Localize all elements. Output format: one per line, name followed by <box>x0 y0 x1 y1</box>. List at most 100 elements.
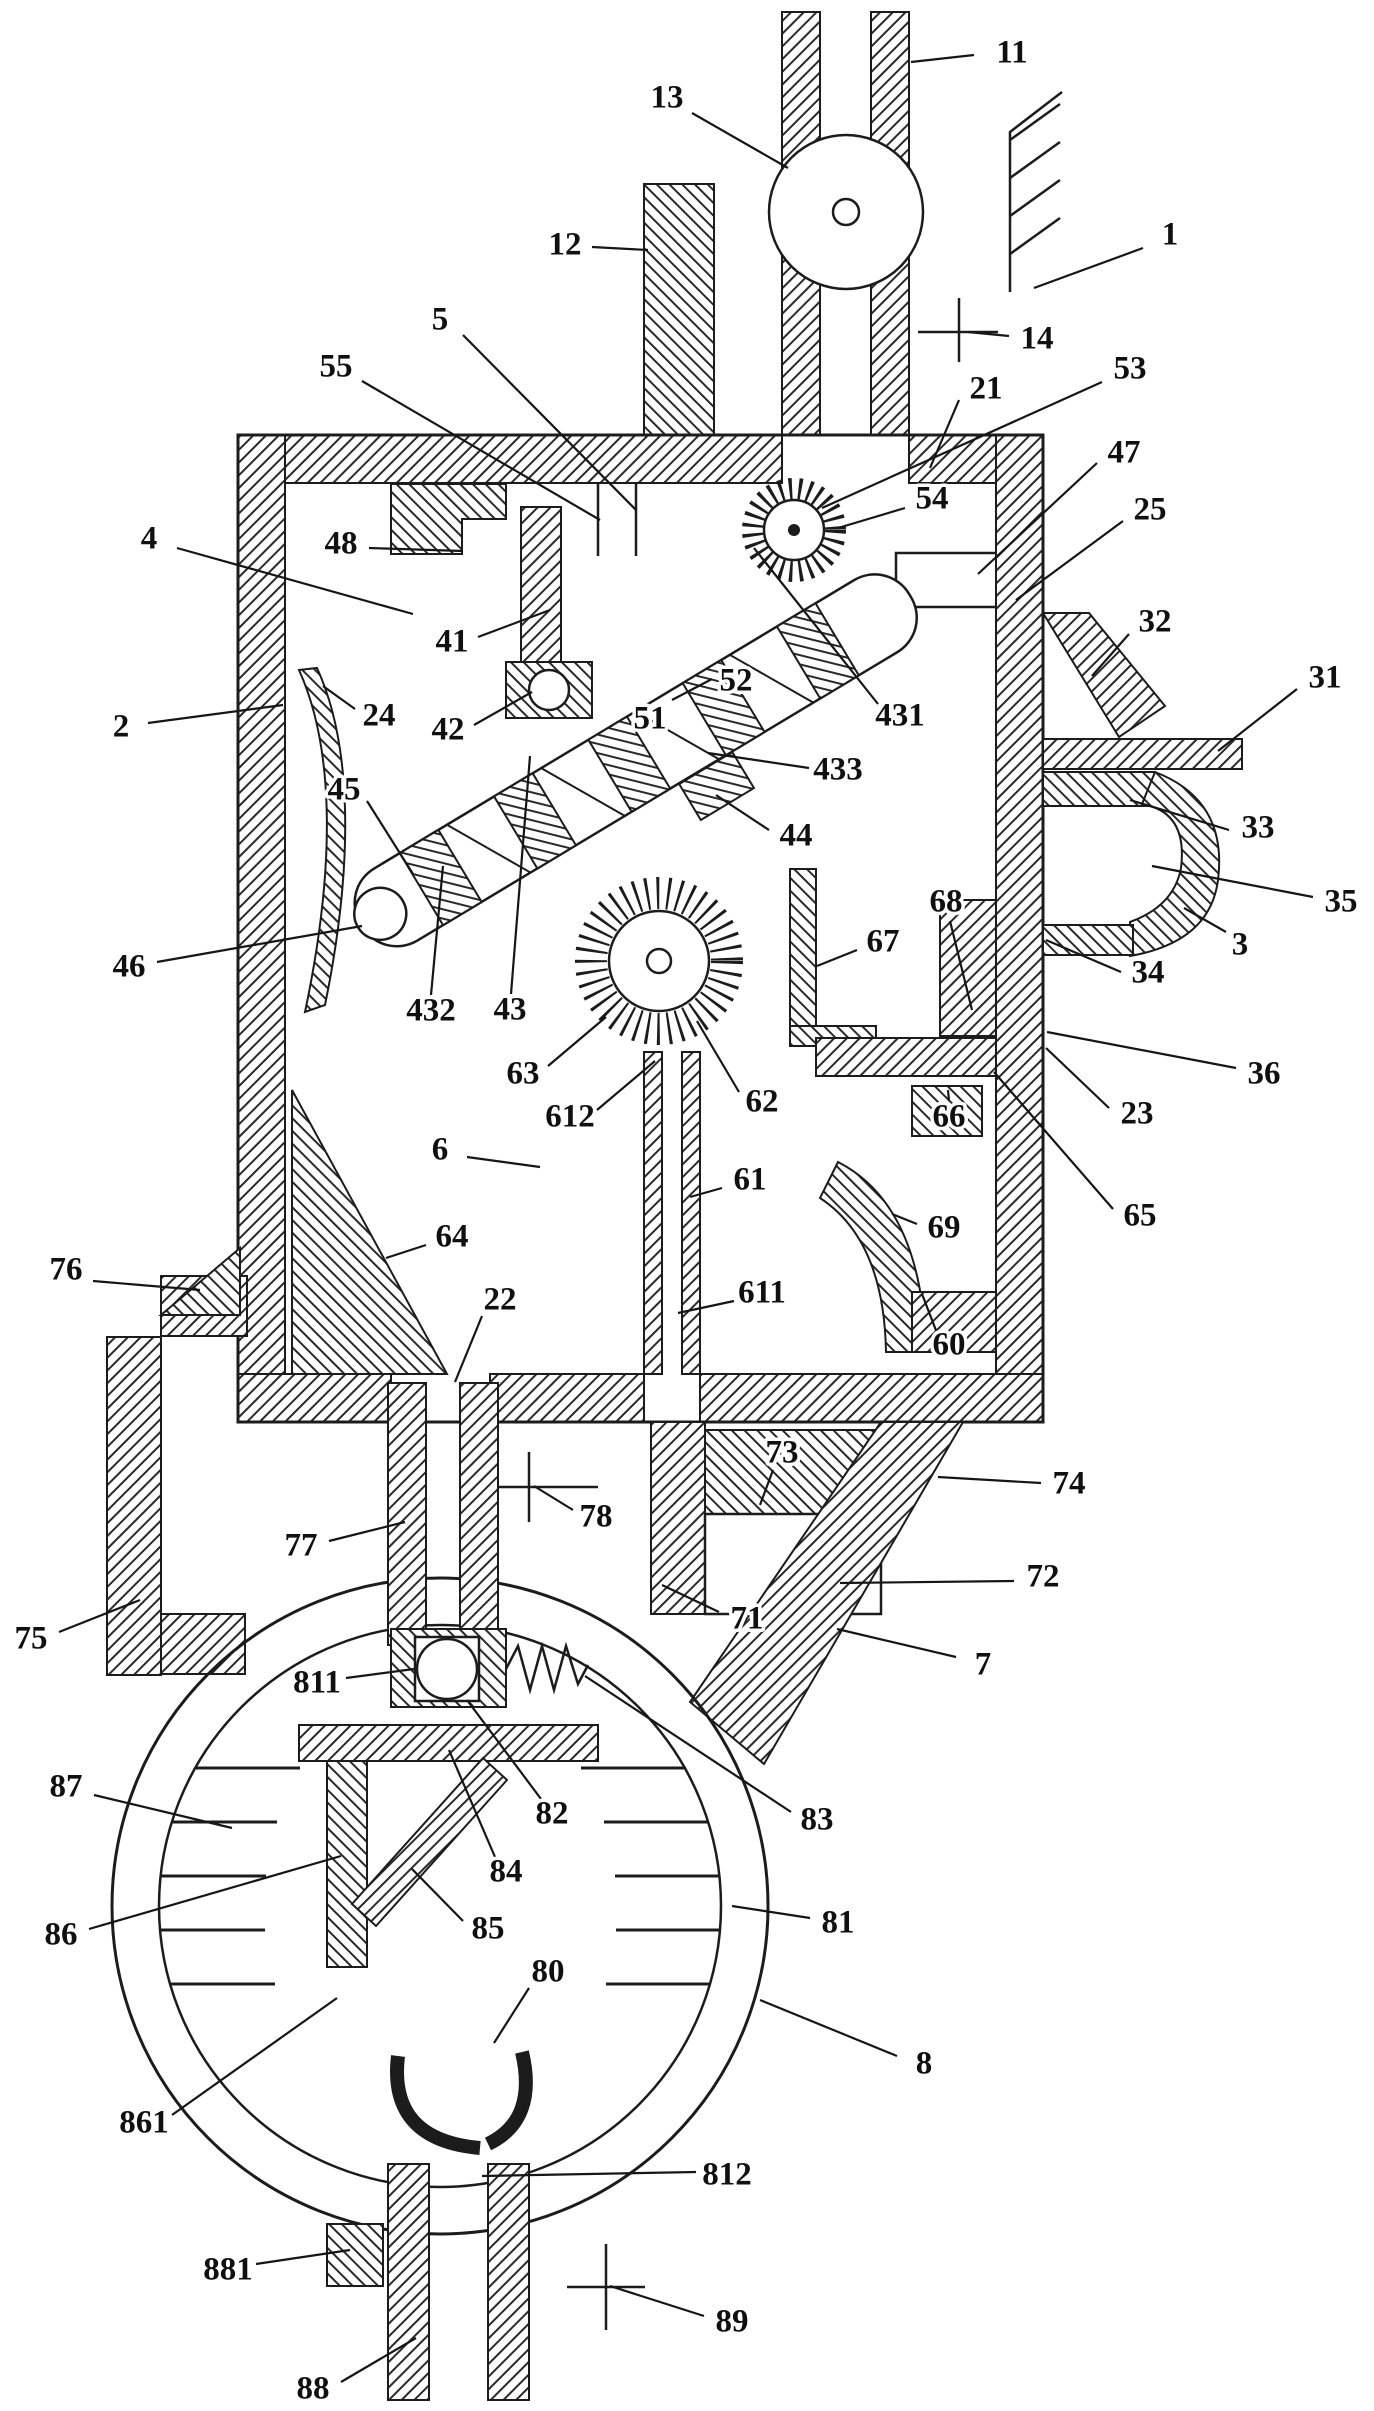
wheel-54-axle <box>788 524 800 536</box>
outlet-brace-32 <box>1041 612 1167 739</box>
leader-line-69 <box>891 1212 918 1226</box>
ref-label-51: 51 <box>634 701 667 737</box>
ref-label-53: 53 <box>1114 351 1147 387</box>
ref-label-80: 80 <box>532 1954 565 1990</box>
ref-label-24: 24 <box>363 698 396 734</box>
ref-label-3: 3 <box>1232 927 1249 963</box>
inlet-side-block-12 <box>643 183 715 436</box>
bearing-42-bore <box>527 668 571 712</box>
shelf-65 <box>815 1037 997 1077</box>
leader-line-86 <box>88 1854 342 1931</box>
ref-label-811: 811 <box>293 1665 341 1701</box>
ref-label-87: 87 <box>50 1769 83 1805</box>
side-outlet-3 <box>1041 612 1243 958</box>
spring-83 <box>504 1641 590 1695</box>
leader-line-68 <box>948 920 974 1011</box>
ref-label-61: 61 <box>734 1162 767 1198</box>
wall-insert-68 <box>939 899 997 1037</box>
ref-label-14: 14 <box>1021 321 1054 357</box>
leader-line-23 <box>1045 1047 1110 1109</box>
ref-label-41: 41 <box>436 624 469 660</box>
ref-label-25: 25 <box>1134 492 1167 528</box>
curved-deflector-24 <box>297 666 347 1014</box>
ref-label-78: 78 <box>580 1499 613 1535</box>
shaft-mark-89 <box>567 2244 645 2330</box>
bracket-gusset <box>158 1245 241 1316</box>
leader-line-431 <box>753 547 879 705</box>
ref-label-76: 76 <box>50 1252 83 1288</box>
ref-label-60: 60 <box>933 1327 966 1363</box>
ref-label-67: 67 <box>867 924 900 960</box>
leader-line-67 <box>816 948 858 968</box>
duct-bottom-34 <box>1042 924 1134 956</box>
ref-label-54: 54 <box>916 481 949 517</box>
ref-label-31: 31 <box>1309 660 1342 696</box>
leader-line-75 <box>58 1598 141 1634</box>
ref-label-65: 65 <box>1124 1198 1157 1234</box>
housing-bottom-wall-middle <box>489 1373 645 1423</box>
leader-line-87 <box>93 1793 233 1830</box>
leader-line-812 <box>481 2170 697 2178</box>
bracket-column-75 <box>106 1336 162 1676</box>
housing-bottom-wall-right <box>699 1373 1044 1423</box>
brush-wheel-spikes <box>575 877 743 1045</box>
ref-label-8: 8 <box>916 2046 933 2082</box>
block-66 <box>911 1085 983 1137</box>
leader-line-48 <box>368 546 464 553</box>
ref-label-47: 47 <box>1108 435 1141 471</box>
brush-wheel-62 <box>575 877 743 1045</box>
drop-chute-22 <box>387 1382 598 1708</box>
grinding-teeth-81-right <box>581 1766 721 1986</box>
duct-top-33 <box>1042 771 1156 807</box>
leader-line-55 <box>361 380 601 521</box>
leader-line-83 <box>584 1675 792 1813</box>
ref-label-84: 84 <box>490 1854 523 1890</box>
leader-line-78 <box>533 1485 574 1511</box>
scoop-80 <box>390 2050 533 2155</box>
ref-label-36: 36 <box>1248 1056 1281 1092</box>
conveyor-band <box>775 601 861 700</box>
drum-outer-shell <box>110 1576 770 2236</box>
ref-label-52: 52 <box>720 663 753 699</box>
leader-line-3 <box>1183 907 1227 933</box>
ref-label-7: 7 <box>975 1647 992 1683</box>
ref-label-881: 881 <box>203 2252 253 2288</box>
ref-label-44: 44 <box>780 818 813 854</box>
housing-top-wall-left <box>237 434 783 484</box>
leader-line-42 <box>473 691 533 726</box>
ref-label-431: 431 <box>875 698 925 734</box>
ref-label-5: 5 <box>432 302 449 338</box>
ref-label-1: 1 <box>1162 217 1179 253</box>
ref-label-4: 4 <box>141 521 158 557</box>
ref-label-432: 432 <box>406 993 456 1029</box>
leader-line-32 <box>1091 633 1130 677</box>
leader-line-433 <box>707 751 810 770</box>
ref-label-861: 861 <box>119 2105 169 2141</box>
grinding-teeth-87-left <box>160 1766 300 1986</box>
leader-line-76 <box>92 1279 201 1292</box>
leader-line-85 <box>411 1868 464 1922</box>
toothed-wheel-54 <box>742 478 846 582</box>
leader-line-861 <box>171 1997 338 2116</box>
ref-label-83: 83 <box>801 1802 834 1838</box>
ref-label-72: 72 <box>1027 1559 1060 1595</box>
ref-label-23: 23 <box>1121 1096 1154 1132</box>
leader-line-61 <box>689 1186 723 1199</box>
ref-label-66: 66 <box>933 1099 966 1135</box>
ref-label-55: 55 <box>320 349 353 385</box>
ref-label-63: 63 <box>507 1056 540 1092</box>
discharge-wall-right <box>487 2163 530 2401</box>
leader-line-22 <box>453 1315 484 1383</box>
ref-label-74: 74 <box>1053 1466 1086 1502</box>
ref-label-43: 43 <box>494 992 527 1028</box>
ref-label-11: 11 <box>996 35 1027 71</box>
ref-label-46: 46 <box>113 949 146 985</box>
leader-line-612 <box>596 1060 656 1111</box>
duct-curve-35 <box>1129 770 1221 958</box>
ref-label-45: 45 <box>328 772 361 808</box>
valve-roller-82 <box>415 1637 479 1701</box>
leader-line-74 <box>937 1475 1042 1485</box>
leader-line-2 <box>147 703 284 725</box>
